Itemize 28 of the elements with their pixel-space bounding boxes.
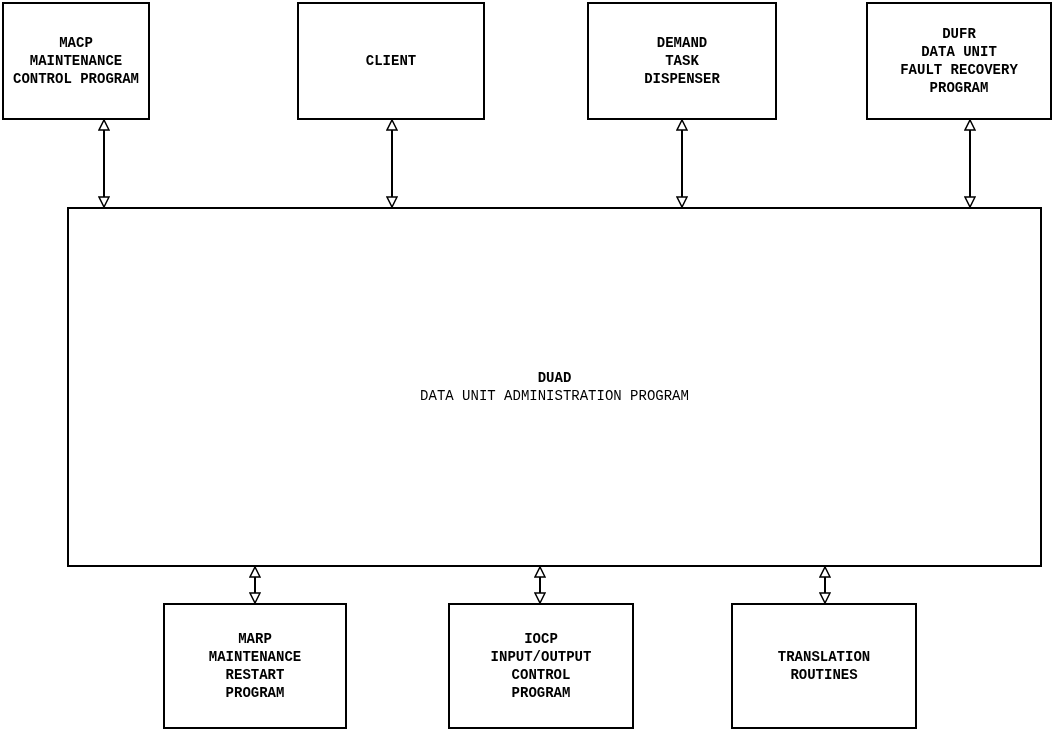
module-name: INPUT/OUTPUT CONTROL PROGRAM [489,647,593,703]
module-name: DEMAND TASK DISPENSER [643,33,721,89]
double-arrow [964,119,976,208]
module-abbreviation: DUAD [537,368,572,387]
module-box [163,603,347,729]
module-name: DATA UNIT FAULT RECOVERY PROGRAM [899,42,1019,98]
module-box [731,603,917,729]
module-box [587,2,777,120]
module-abbreviation: MARP [238,629,272,648]
double-arrow [676,119,688,208]
module-abbreviation: DUFR [942,24,976,43]
module-box [2,2,150,120]
double-arrow [534,566,546,604]
module-name: DATA UNIT ADMINISTRATION PROGRAM [420,387,689,406]
module-box [448,603,634,729]
module-name: MAINTENANCE CONTROL PROGRAM [12,51,140,89]
module-box [297,2,485,120]
module-box [866,2,1052,120]
program-block [67,207,1042,567]
double-arrow [386,119,398,208]
module-name: TRANSLATION ROUTINES [776,647,872,685]
double-arrow [249,566,261,604]
double-arrow [819,566,831,604]
module-abbreviation: MACP [59,33,93,52]
double-arrow [98,119,110,208]
module-name: MAINTENANCE RESTART PROGRAM [207,647,303,703]
module-abbreviation: IOCP [524,629,558,648]
module-name: CLIENT [365,51,417,71]
